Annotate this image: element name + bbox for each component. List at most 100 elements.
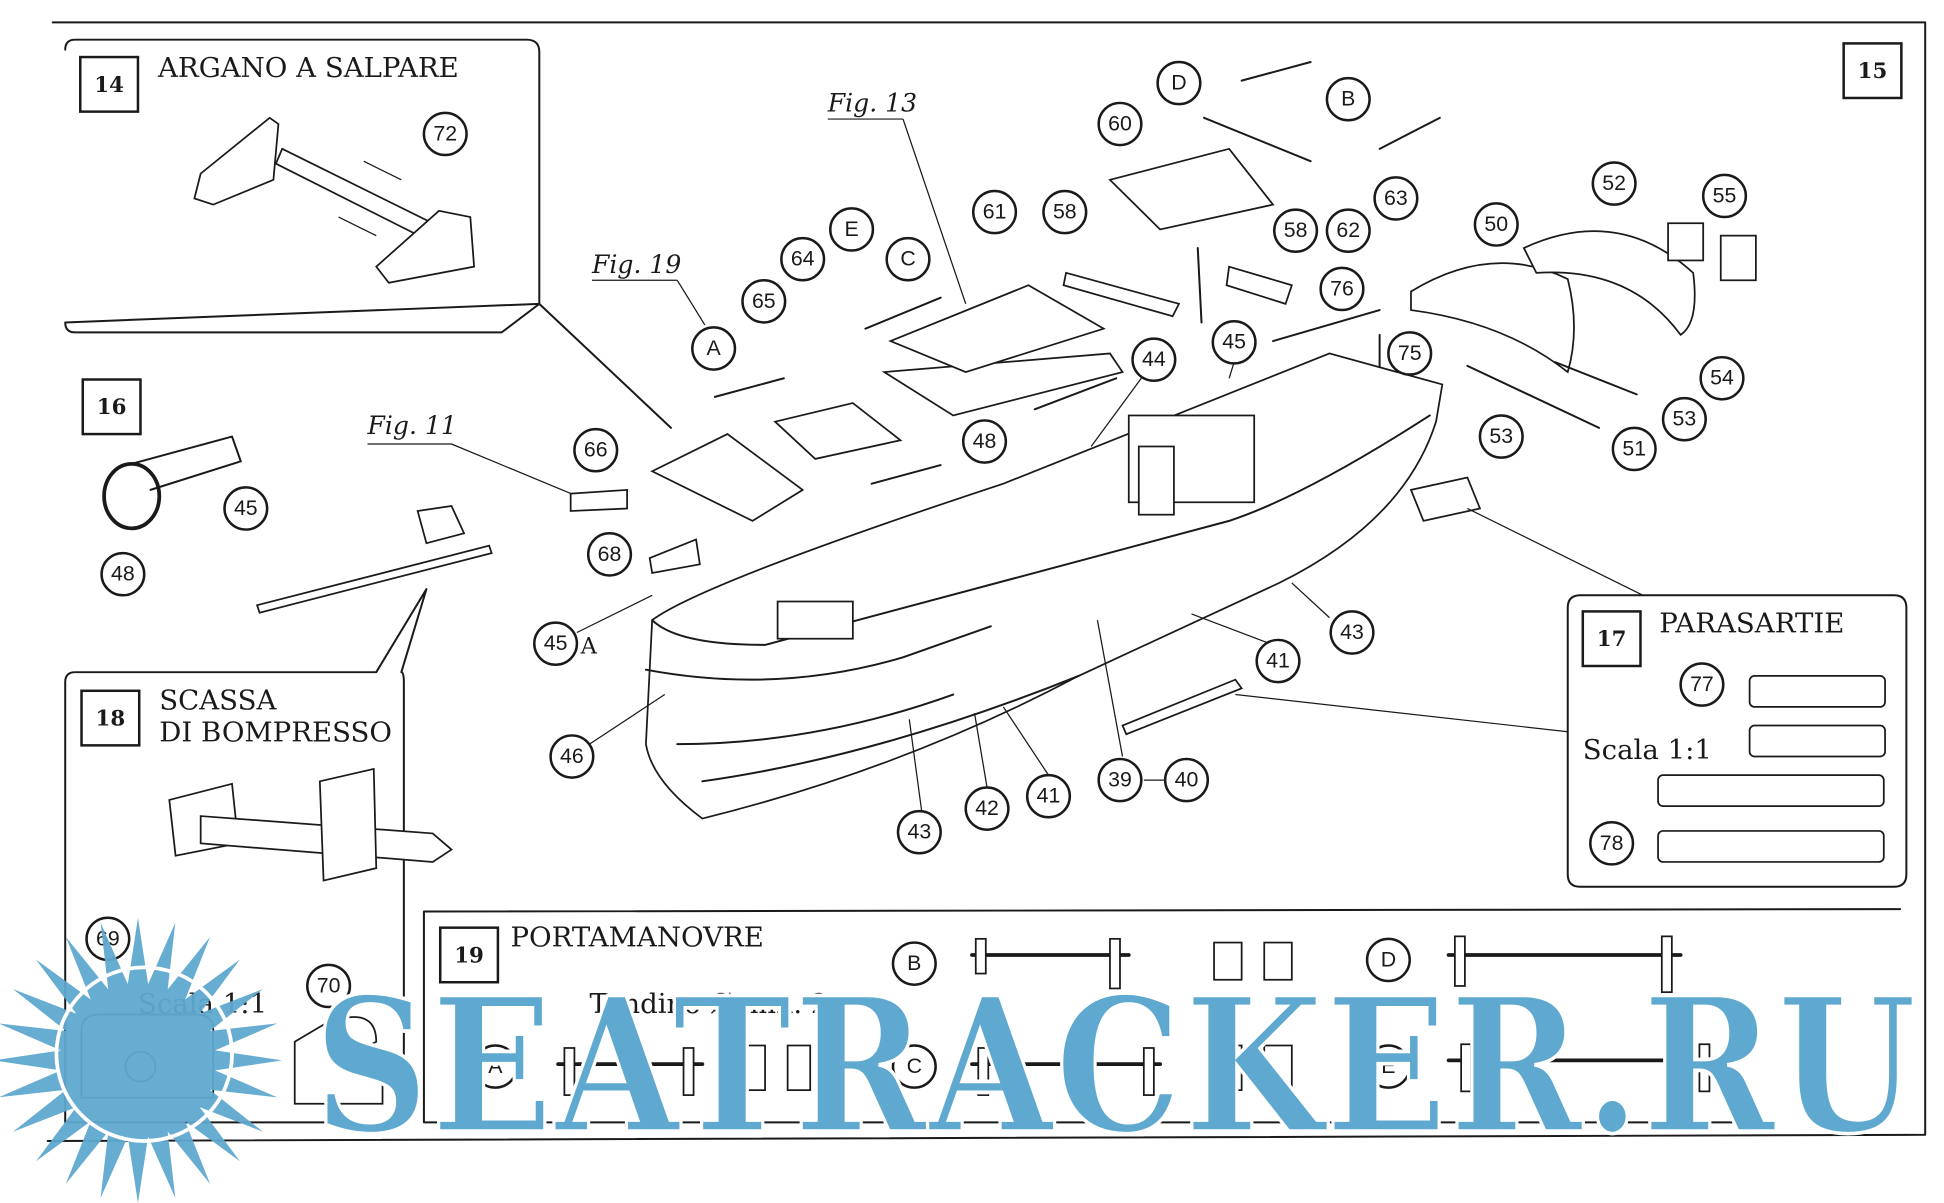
callout-76: 76: [1319, 266, 1365, 312]
callout-label: 42: [975, 797, 999, 820]
fig-13-label: Fig. 13: [827, 89, 917, 118]
callout-label: 44: [1142, 348, 1166, 371]
callout-label: 55: [1713, 185, 1737, 208]
callout-label: 41: [1266, 650, 1290, 673]
svg-text:DI BOMPRESSO: DI BOMPRESSO: [159, 718, 392, 749]
callout-77: 77: [1679, 662, 1725, 707]
callout-label: B: [1341, 88, 1355, 111]
svg-text:16: 16: [97, 394, 127, 419]
callout-52: 52: [1591, 161, 1637, 206]
callout-label: 48: [111, 563, 135, 586]
callout-42: 42: [964, 786, 1010, 831]
panel-16: 16: [81, 378, 242, 531]
callout-label: 70: [317, 975, 341, 998]
callout-B: B: [1325, 76, 1371, 122]
callout-C: C: [885, 236, 931, 282]
callout-41: 41: [1025, 773, 1072, 819]
callout-label: 61: [983, 201, 1007, 224]
svg-text:18: 18: [96, 706, 126, 731]
callout-64: 64: [780, 236, 826, 282]
svg-text:Scala 1:1: Scala 1:1: [1583, 735, 1712, 766]
callout-44: 44: [1131, 337, 1177, 382]
callout-43: 43: [896, 809, 942, 855]
callout-68: 68: [586, 532, 633, 577]
callout-label: 66: [584, 439, 608, 462]
callout-A: A: [691, 326, 737, 371]
leader-lines: [576, 361, 1330, 813]
callout-45: 45: [533, 621, 579, 666]
callout-55: 55: [1701, 173, 1748, 219]
panel-14-argano: 14 ARGANO A SALPARE: [64, 38, 672, 429]
callout-58: 58: [1042, 189, 1088, 235]
svg-text:SCASSA: SCASSA: [159, 686, 277, 717]
callout-label: 43: [1340, 621, 1364, 644]
callout-label: A: [707, 337, 722, 360]
callout-label: D: [1381, 948, 1396, 971]
callout-label: 53: [1489, 425, 1513, 448]
callout-label: 68: [598, 543, 622, 566]
callout-45: 45: [223, 486, 269, 531]
callout-label: 45: [544, 632, 568, 655]
svg-text:PORTAMANOVRE: PORTAMANOVRE: [510, 922, 763, 953]
panel-19-portamanovre: 19 PORTAMANOVRE Tondino Ø mm. 2: [422, 908, 1902, 1124]
callout-label: 46: [560, 745, 584, 768]
callout-label: 60: [1108, 113, 1132, 136]
callout-D: D: [1365, 937, 1411, 983]
callout-60: 60: [1097, 101, 1143, 147]
svg-text:PARASARTIE: PARASARTIE: [1659, 609, 1844, 640]
callout-58: 58: [1273, 208, 1319, 254]
callout-51: 51: [1611, 426, 1657, 472]
callout-label: C: [907, 1055, 922, 1078]
callout-45: 45: [1211, 319, 1257, 365]
callout-53: 53: [1478, 414, 1524, 459]
svg-text:14: 14: [94, 72, 124, 97]
hatch-covers: [773, 147, 1293, 460]
callout-E: E: [1365, 1044, 1411, 1089]
callout-label: 53: [1673, 408, 1697, 431]
callout-39: 39: [1097, 757, 1143, 803]
callout-label: 58: [1053, 201, 1077, 224]
callout-70: 70: [306, 963, 352, 1009]
callout-46: 46: [549, 734, 595, 779]
callout-43: 43: [1329, 610, 1375, 655]
callout-label: C: [900, 248, 915, 271]
callout-75: 75: [1387, 331, 1433, 376]
callout-54: 54: [1699, 355, 1745, 401]
callout-E: E: [829, 207, 875, 252]
callout-label: 43: [907, 821, 931, 844]
callout-48: 48: [961, 419, 1008, 464]
callout-label: 75: [1398, 342, 1422, 365]
callout-C: C: [891, 1044, 937, 1089]
page-frame: [46, 21, 1927, 1142]
callout-53: 53: [1661, 396, 1707, 442]
callout-suffix: A: [580, 634, 598, 660]
callout-label: 50: [1484, 213, 1508, 236]
callout-40: 40: [1163, 757, 1210, 803]
starburst-logo: [0, 917, 283, 1203]
callout-label: B: [907, 952, 921, 975]
callout-A: A: [472, 1044, 518, 1089]
callout-label: 64: [791, 248, 815, 271]
windlass-part: [650, 433, 805, 522]
part-66: [569, 488, 628, 512]
svg-text:15: 15: [1858, 58, 1888, 83]
callout-label: 65: [752, 290, 776, 313]
callout-label: 45: [234, 497, 258, 520]
callout-label: E: [844, 218, 858, 241]
bowsprit: [255, 544, 493, 614]
stern-parts: [1410, 222, 1757, 429]
svg-text:17: 17: [1597, 626, 1627, 651]
callout-label: 54: [1710, 367, 1734, 390]
callout-label: 78: [1600, 832, 1624, 855]
svg-text:ARGANO A SALPARE: ARGANO A SALPARE: [157, 53, 459, 84]
callout-label: D: [1171, 72, 1186, 95]
callout-label: 58: [1284, 219, 1308, 242]
fig-11-label: Fig. 11: [366, 411, 456, 440]
panel-17-parasartie: 17 PARASARTIE Scala 1:1: [1235, 507, 1908, 888]
callout-62: 62: [1325, 208, 1371, 254]
callout-48: 48: [100, 551, 146, 597]
page-number-box: 15: [1842, 42, 1903, 100]
callout-72: 72: [422, 111, 468, 157]
